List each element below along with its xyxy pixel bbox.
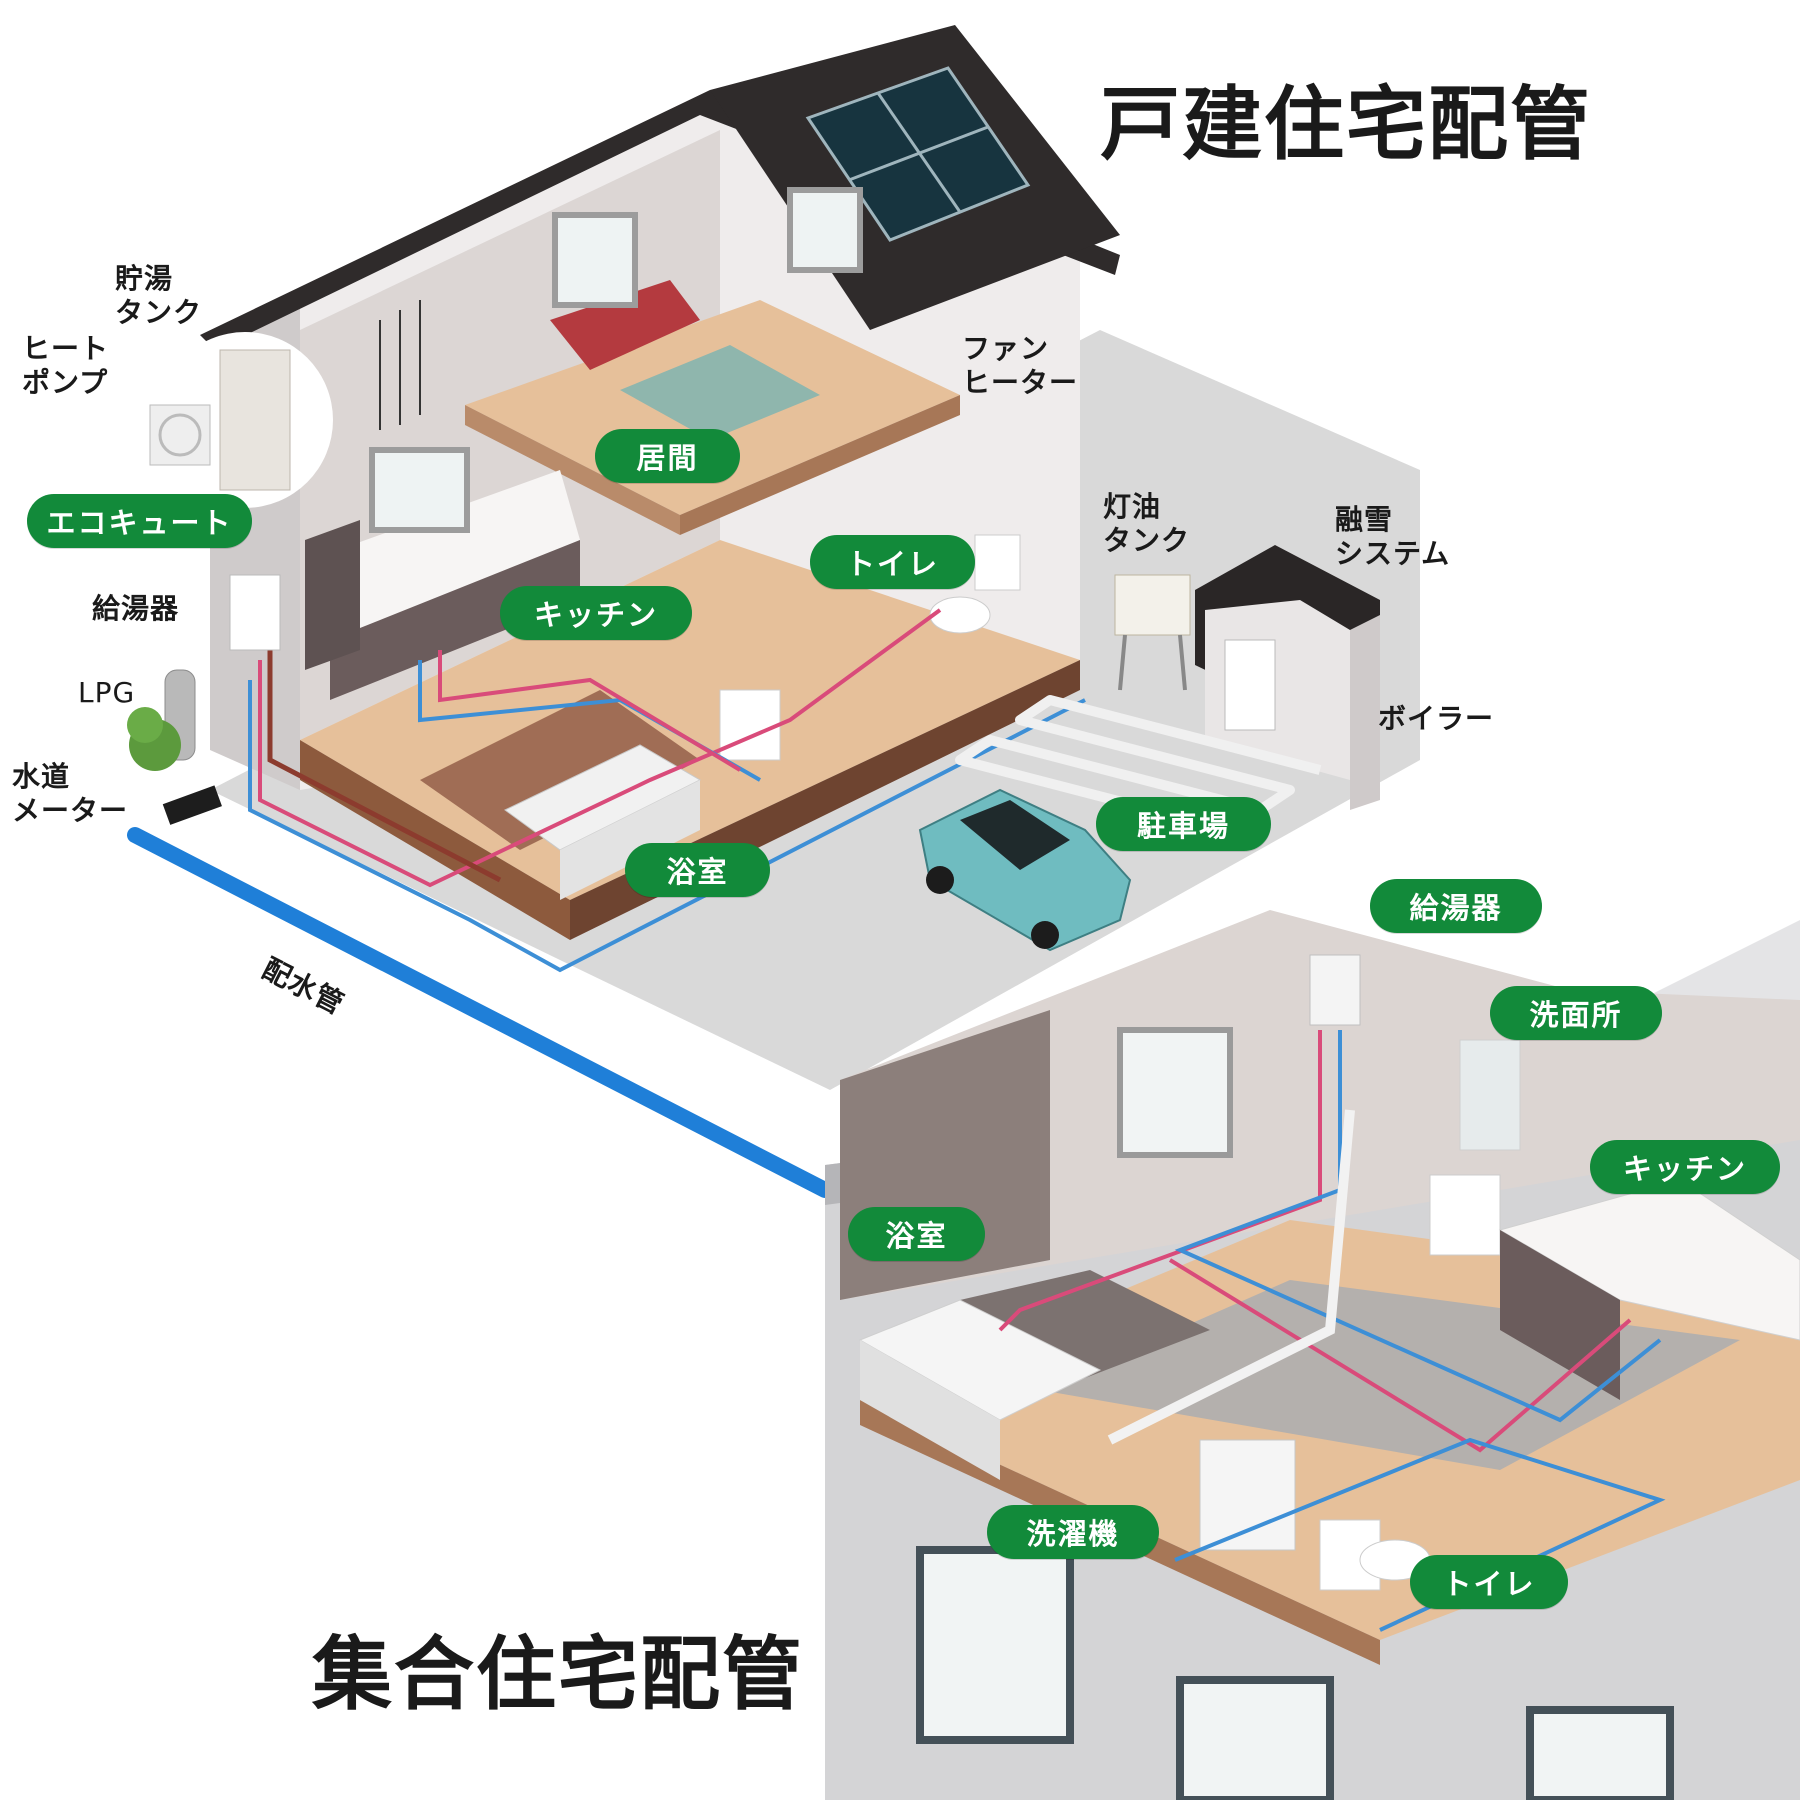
- hot-pipe: [438, 650, 742, 772]
- washing-machine: [1199, 1439, 1296, 1551]
- window: [787, 187, 863, 273]
- label-living-room: 居間: [595, 429, 740, 483]
- window: [369, 447, 470, 533]
- heat-pump-label: ヒート ポンプ: [22, 332, 110, 399]
- window: [1176, 1676, 1334, 1800]
- label-apt-washing-machine: 洗濯機: [987, 1505, 1159, 1559]
- cold-pipe: [1174, 1030, 1662, 1423]
- window: [916, 1546, 1074, 1744]
- water-heater-unit: [229, 574, 281, 651]
- water-meter-box: [162, 785, 222, 825]
- label-apt-water-heater: 給湯器: [1370, 879, 1542, 933]
- window: [1526, 1706, 1674, 1800]
- label-eco-cute: エコキュート: [27, 494, 252, 548]
- kerosene-tank-label: 灯油 タンク: [1103, 490, 1191, 557]
- kerosene-tank: [1114, 574, 1191, 691]
- window: [1117, 1027, 1233, 1158]
- drain-pipe: [1107, 1109, 1355, 1445]
- storage-tank: [219, 349, 291, 491]
- snow-melt-pipe: [955, 695, 1322, 835]
- label-apt-kitchen: キッチン: [1590, 1140, 1780, 1194]
- snow-melt-label: 融雪 システム: [1335, 503, 1451, 570]
- apartment-water-heater: [1309, 954, 1361, 1026]
- label-apt-bathroom: 浴室: [848, 1207, 985, 1261]
- car: [918, 788, 1132, 952]
- toilet: [929, 596, 991, 634]
- hot-pipe: [258, 608, 942, 888]
- sofa: [550, 280, 700, 370]
- oil-pipe: [267, 640, 502, 883]
- label-kitchen: キッチン: [500, 586, 692, 640]
- hot-pipe: [998, 1030, 1322, 1332]
- detached-house: [200, 25, 1120, 973]
- water-meter-label: 水道 メーター: [12, 760, 129, 827]
- label-bathroom: 浴室: [625, 843, 770, 897]
- distribution-pipe: [127, 827, 833, 1198]
- label-parking: 駐車場: [1096, 797, 1271, 851]
- washstand: [1429, 1174, 1501, 1256]
- detached-house-title: 戸建住宅配管: [1100, 78, 1592, 171]
- vanity: [719, 689, 781, 761]
- label-toilet: トイレ: [810, 535, 975, 589]
- boiler: [1224, 639, 1276, 731]
- water-heater-label: 給湯器: [92, 592, 180, 625]
- boiler-label: ボイラー: [1378, 702, 1495, 735]
- label-apt-washroom: 洗面所: [1490, 986, 1662, 1040]
- storage-tank-label: 貯湯 タンク: [115, 262, 203, 329]
- lpg-label: LPG: [78, 676, 136, 709]
- boiler-shed: [1195, 545, 1380, 810]
- label-apt-toilet: トイレ: [1410, 1555, 1568, 1609]
- apartment-building: [825, 910, 1800, 1800]
- hot-pipe: [1168, 1258, 1632, 1453]
- fan-heater-label: ファン ヒーター: [962, 332, 1079, 399]
- apartment-title: 集合住宅配管: [312, 1628, 804, 1721]
- window: [552, 212, 638, 308]
